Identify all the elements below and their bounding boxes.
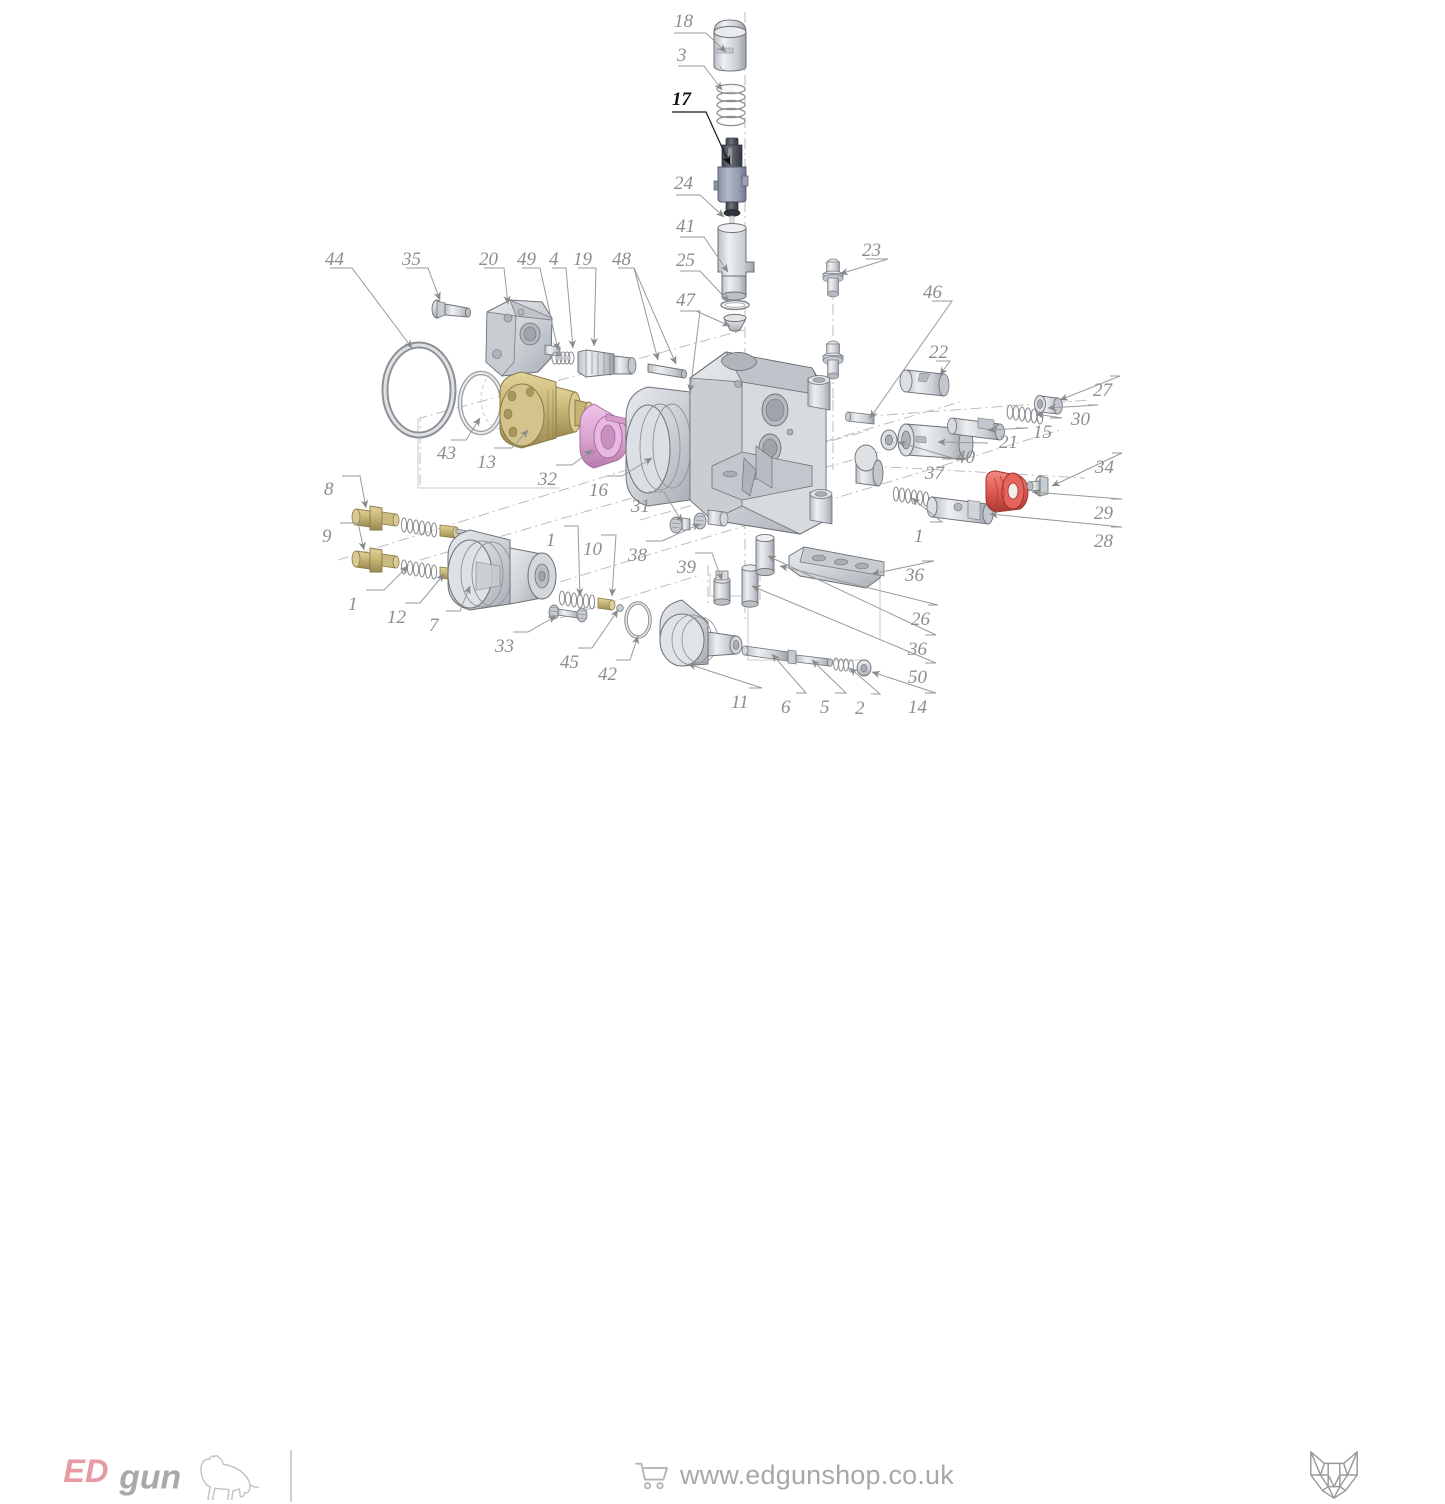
part-27-30-cap [1034, 395, 1063, 415]
callout-label-31: 31 [631, 496, 650, 517]
callout-label-3: 3 [677, 45, 687, 66]
callout-label-8: 8 [324, 479, 334, 500]
callout-label-30: 30 [1071, 409, 1090, 430]
part-35-screw [431, 299, 471, 319]
callout-label-37: 37 [925, 463, 944, 484]
part-32-pink-collar [579, 403, 629, 469]
part-20-breech-block [485, 299, 561, 377]
part-1-spring-right [892, 486, 930, 507]
part-17-valve-body [713, 137, 749, 227]
callout-label-35: 35 [402, 249, 421, 270]
callout-label-19: 19 [573, 249, 592, 270]
callout-label-26: 26 [911, 609, 930, 630]
site-url[interactable]: www.edgunshop.co.uk [680, 1460, 954, 1490]
callout-label-32: 32 [538, 469, 557, 490]
part-31-38-fittings [669, 509, 729, 534]
callout-label-4: 4 [549, 249, 559, 270]
callout-label-2: 2 [855, 698, 865, 719]
part-13-brass-valve [499, 371, 594, 449]
callout-label-18: 18 [674, 11, 693, 32]
callout-label-25: 25 [676, 250, 695, 271]
callout-label-34: 34 [1095, 457, 1114, 478]
shopping-cart-icon [635, 1462, 668, 1490]
part-44-oring-large [381, 341, 457, 439]
page-footer: ED gun www.edgunshop.co.uk [0, 713, 1445, 1502]
part-22-bushing [899, 369, 950, 397]
callout-label-44: 44 [325, 249, 344, 270]
part-3-spring [716, 83, 746, 127]
callout-label-50: 50 [908, 667, 927, 688]
leader-lines [330, 32, 1123, 695]
highlight-leader-line [672, 111, 731, 166]
callout-label-49: 49 [517, 249, 536, 270]
geometric-wolf-head-icon [1310, 1451, 1358, 1499]
part-7-regulator [447, 529, 557, 611]
callout-label-36a: 36 [905, 565, 924, 586]
part-26-rail-plate [788, 546, 885, 589]
callout-label-1a: 1 [914, 526, 924, 547]
part-1-10-spring-right [558, 590, 624, 612]
callout-label-21: 21 [999, 432, 1018, 453]
part-40-washer [880, 429, 898, 451]
callout-label-46: 46 [923, 282, 942, 303]
callout-label-24: 24 [674, 173, 693, 194]
callout-label-42: 42 [598, 664, 617, 685]
callout-label-38: 38 [628, 545, 647, 566]
callout-label-1c: 1 [546, 530, 556, 551]
callout-label-15: 15 [1033, 422, 1052, 443]
brand-text-ed: ED [63, 1453, 108, 1489]
callout-label-1b: 1 [348, 594, 358, 615]
callout-label-36b: 36 [908, 639, 927, 660]
callout-label-45: 45 [560, 652, 579, 673]
callout-label-12: 12 [387, 607, 406, 628]
part-16-main-receiver [625, 351, 833, 535]
dog-silhouette-icon [200, 1454, 260, 1500]
callout-label-29: 29 [1094, 503, 1113, 524]
exploded-assembly-drawing [330, 12, 1123, 695]
callout-label-40: 40 [956, 447, 975, 468]
callout-label-39: 39 [677, 557, 696, 578]
callout-label-16: 16 [589, 480, 608, 501]
footer-divider [290, 1450, 292, 1502]
part-39-plugs [713, 533, 775, 608]
callout-label-22: 22 [929, 342, 948, 363]
callout-label-9: 9 [322, 526, 332, 547]
callout-label-5: 5 [820, 697, 830, 718]
callout-label-11: 11 [731, 692, 749, 713]
part-42-oring [624, 601, 652, 639]
part-11-gauge-body [659, 599, 743, 667]
part-8-9-fittings [351, 505, 469, 539]
part-37-plunger [854, 444, 884, 487]
part-28-hammer-rod [926, 496, 994, 525]
callout-label-20: 20 [479, 249, 498, 270]
part-29-red-hammer [985, 470, 1029, 513]
callout-label-33: 33 [495, 636, 514, 657]
callout-label-6: 6 [781, 697, 791, 718]
callout-label-13: 13 [477, 452, 496, 473]
callout-label-23: 23 [862, 240, 881, 261]
part-41-piston [717, 223, 755, 301]
callout-label-43: 43 [437, 443, 456, 464]
part-33-bolt-double [548, 604, 588, 623]
callout-label-10: 10 [583, 539, 602, 560]
part-18-cap [713, 19, 747, 72]
part-6-5-2-14-rods [741, 645, 872, 677]
callout-label-14: 14 [908, 697, 927, 718]
callout-label-48: 48 [612, 249, 631, 270]
callout-label-17: 17 [672, 89, 691, 110]
part-47-seal-cone [723, 313, 747, 332]
callout-label-28: 28 [1094, 531, 1113, 552]
callout-label-7: 7 [429, 615, 439, 636]
part-25-oring [720, 299, 750, 311]
callout-label-41: 41 [676, 216, 695, 237]
callout-label-27: 27 [1093, 380, 1112, 401]
edgun-logo[interactable]: ED gun [62, 1448, 322, 1500]
brand-text-gun: gun [118, 1458, 181, 1496]
callout-label-47: 47 [676, 290, 695, 311]
part-46-pin [845, 411, 875, 425]
